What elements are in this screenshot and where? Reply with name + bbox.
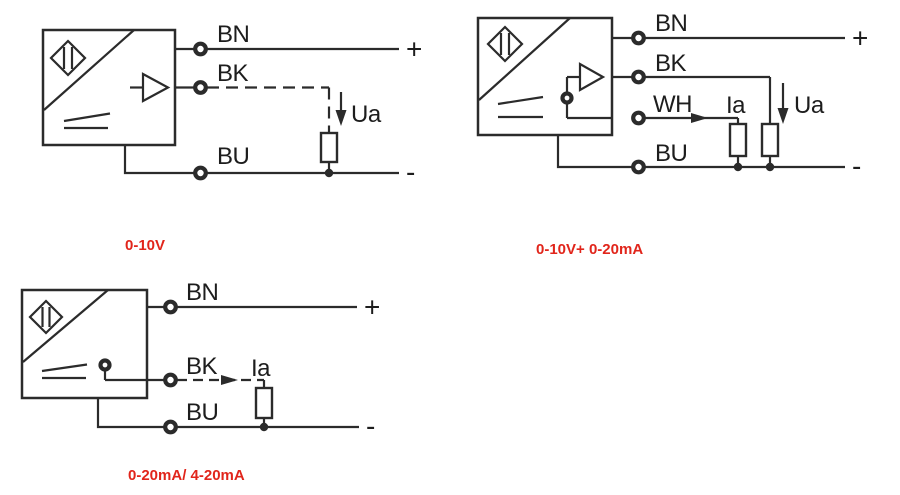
wire-label-bn: BN <box>217 21 249 48</box>
load-resistor-ia <box>728 122 748 158</box>
terminal-bk <box>631 69 646 85</box>
wire-bk: BK Ia <box>163 353 274 432</box>
load-resistor-ia <box>254 386 274 420</box>
diamond-icon <box>28 299 64 335</box>
wire-bn: BN + <box>175 21 422 65</box>
terminal-wh <box>631 110 646 126</box>
amplifier-icon <box>130 72 171 103</box>
sensor-box <box>41 28 177 147</box>
current-arrow-icon <box>221 375 238 385</box>
diagram-0-10v-0-20ma: BN + BK Ua WH Ia <box>476 10 868 258</box>
node-circle <box>98 358 112 372</box>
ua-output: Ua <box>760 83 825 172</box>
output-label-ua: Ua <box>351 101 382 128</box>
diagram-caption: 0-20mA/ 4-20mA <box>128 467 245 484</box>
ua-output: Ua <box>319 92 382 178</box>
load-resistor-ua <box>319 131 339 164</box>
terminal-bu <box>193 165 208 181</box>
sensor-diagonal <box>43 29 135 111</box>
sensor-diagonal <box>22 289 109 363</box>
wire-label-bu: BU <box>186 399 218 426</box>
node-circle <box>560 91 574 105</box>
analog-ramp-icon <box>63 112 111 130</box>
wire-bu: BU - <box>96 398 375 442</box>
wire-label-bk: BK <box>186 353 218 380</box>
output-label-ia: Ia <box>726 92 746 119</box>
voltage-arrow-icon <box>335 92 347 126</box>
diagram-0-10v: BN + BK Ua BU - <box>41 21 422 254</box>
sensor-box <box>20 288 164 400</box>
diamond-icon <box>49 39 87 77</box>
wire-label-bu: BU <box>655 140 687 167</box>
current-arrow-icon <box>691 113 708 123</box>
voltage-arrow-icon <box>777 83 789 124</box>
terminal-bk <box>193 80 208 95</box>
diamond-icon <box>486 25 524 63</box>
terminal-bn <box>631 30 646 46</box>
polarity-plus: + <box>852 23 868 54</box>
polarity-minus: - <box>852 151 861 182</box>
polarity-plus: + <box>406 34 422 65</box>
terminal-bn <box>163 299 178 315</box>
terminal-bu <box>631 159 646 175</box>
wire-wh: WH Ia <box>631 91 748 172</box>
terminal-bu <box>163 419 178 435</box>
wire-label-bn: BN <box>186 279 218 306</box>
analog-ramp-icon <box>41 363 88 380</box>
terminal-bn <box>193 41 208 57</box>
wire-bu: BU - <box>556 135 861 182</box>
polarity-minus: - <box>366 411 375 442</box>
sensor-box <box>476 16 614 137</box>
sensor-face-icon <box>486 25 524 63</box>
diagram-caption: 0-10V <box>125 237 165 254</box>
output-label-ia: Ia <box>251 355 271 382</box>
diagram-caption: 0-10V+ 0-20mA <box>536 241 643 258</box>
polarity-minus: - <box>406 157 415 188</box>
amplifier-icon <box>567 62 606 92</box>
load-resistor-ua <box>760 122 780 158</box>
analog-ramp-icon <box>497 95 544 119</box>
output-label-ua: Ua <box>794 92 825 119</box>
wire-bn: BN + <box>612 10 868 54</box>
wire-label-wh: WH <box>653 91 692 118</box>
wire-bk: BK <box>612 50 772 124</box>
wire-bu: BU - <box>123 143 415 188</box>
output-node <box>98 358 164 382</box>
sensor-diagonal <box>478 17 571 101</box>
wire-bk: BK <box>175 60 331 132</box>
wire-label-bn: BN <box>655 10 687 37</box>
output-node <box>560 77 612 120</box>
terminal-bk <box>163 372 178 388</box>
wire-bn: BN + <box>147 279 380 323</box>
wire-label-bk: BK <box>655 50 687 77</box>
polarity-plus: + <box>364 292 380 323</box>
wire-label-bu: BU <box>217 143 249 170</box>
diagram-0-20ma-4-20ma: BN + BK Ia BU - 0-20mA/ 4-20mA <box>20 279 380 484</box>
sensor-face-icon <box>49 39 87 77</box>
sensor-face-icon <box>28 299 64 335</box>
wire-label-bk: BK <box>217 60 249 87</box>
